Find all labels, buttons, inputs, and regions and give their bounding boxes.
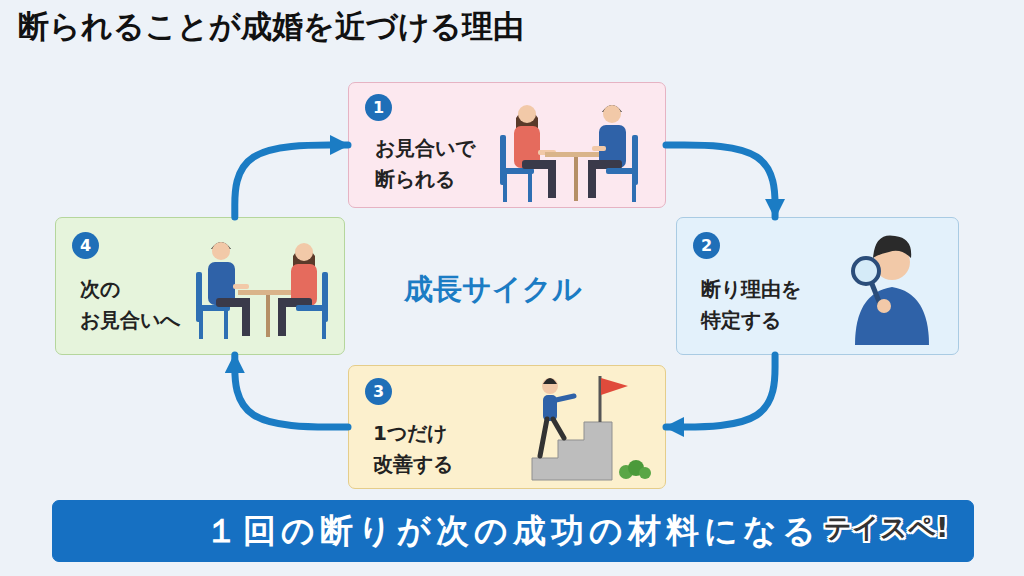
step-number: 4 bbox=[72, 232, 99, 259]
cycle-arrow bbox=[666, 355, 775, 427]
step-box: 2 断り理由を 特定する bbox=[676, 217, 959, 355]
cycle-label: 成長サイクル bbox=[404, 270, 582, 310]
step-label: 1つだけ 改善する bbox=[373, 418, 503, 480]
cycle-arrow bbox=[235, 355, 348, 427]
step-label: 次の お見合いへ bbox=[80, 274, 200, 336]
step-box: 4 次の お見合いへ bbox=[55, 217, 345, 355]
step-box: 1 お見合いで 断られる bbox=[348, 82, 666, 208]
step-number: 3 bbox=[365, 378, 392, 405]
step-number: 1 bbox=[365, 94, 392, 121]
cycle-arrow bbox=[666, 145, 775, 217]
step-number-text: 3 bbox=[365, 378, 392, 405]
step-label: 断り理由を 特定する bbox=[701, 274, 831, 336]
step-number-text: 4 bbox=[72, 232, 99, 259]
diagram-title: 断られることが成婚を近づける理由 bbox=[18, 6, 524, 48]
step-number-text: 2 bbox=[693, 232, 720, 259]
step-box: 3 1つだけ 改善する bbox=[348, 365, 666, 489]
step-number-text: 1 bbox=[365, 94, 392, 121]
cycle-arrow bbox=[235, 145, 348, 217]
step-label: お見合いで 断られる bbox=[375, 133, 505, 195]
step-number: 2 bbox=[693, 232, 720, 259]
watermark: テイスペ! bbox=[824, 510, 948, 546]
